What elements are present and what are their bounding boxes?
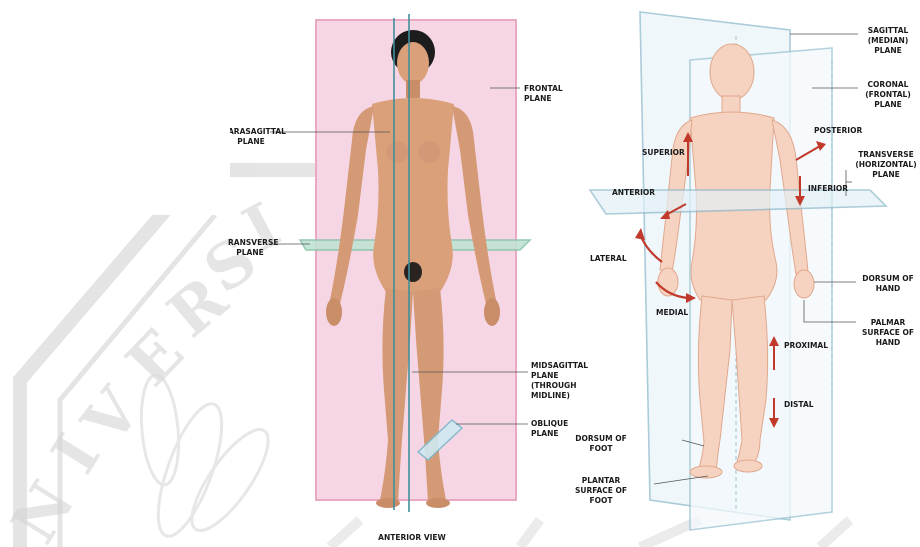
label-lateral: LATERAL <box>590 254 627 264</box>
label-transverse-plane-right: TRANSVERSE (HORIZONTAL) PLANE <box>852 150 920 180</box>
label-palmar-surface-of-hand: PALMAR SURFACE OF HAND <box>856 318 920 348</box>
label-plantar-surface-of-foot: PLANTAR SURFACE OF FOOT <box>568 476 634 506</box>
label-distal: DISTAL <box>784 400 814 410</box>
label-posterior: POSTERIOR <box>814 126 862 136</box>
label-superior: SUPERIOR <box>642 148 685 158</box>
label-sagittal-plane: SAGITTAL (MEDIAN) PLANE <box>856 26 920 56</box>
label-proximal: PROXIMAL <box>784 341 828 351</box>
label-coronal-plane: CORONAL (FRONTAL) PLANE <box>856 80 920 110</box>
label-anterior: ANTERIOR <box>612 188 655 198</box>
label-dorsum-of-foot: DORSUM OF FOOT <box>568 434 634 454</box>
label-dorsum-of-hand: DORSUM OF HAND <box>856 274 920 294</box>
label-inferior: INFERIOR <box>808 184 848 194</box>
label-medial: MEDIAL <box>656 308 688 318</box>
